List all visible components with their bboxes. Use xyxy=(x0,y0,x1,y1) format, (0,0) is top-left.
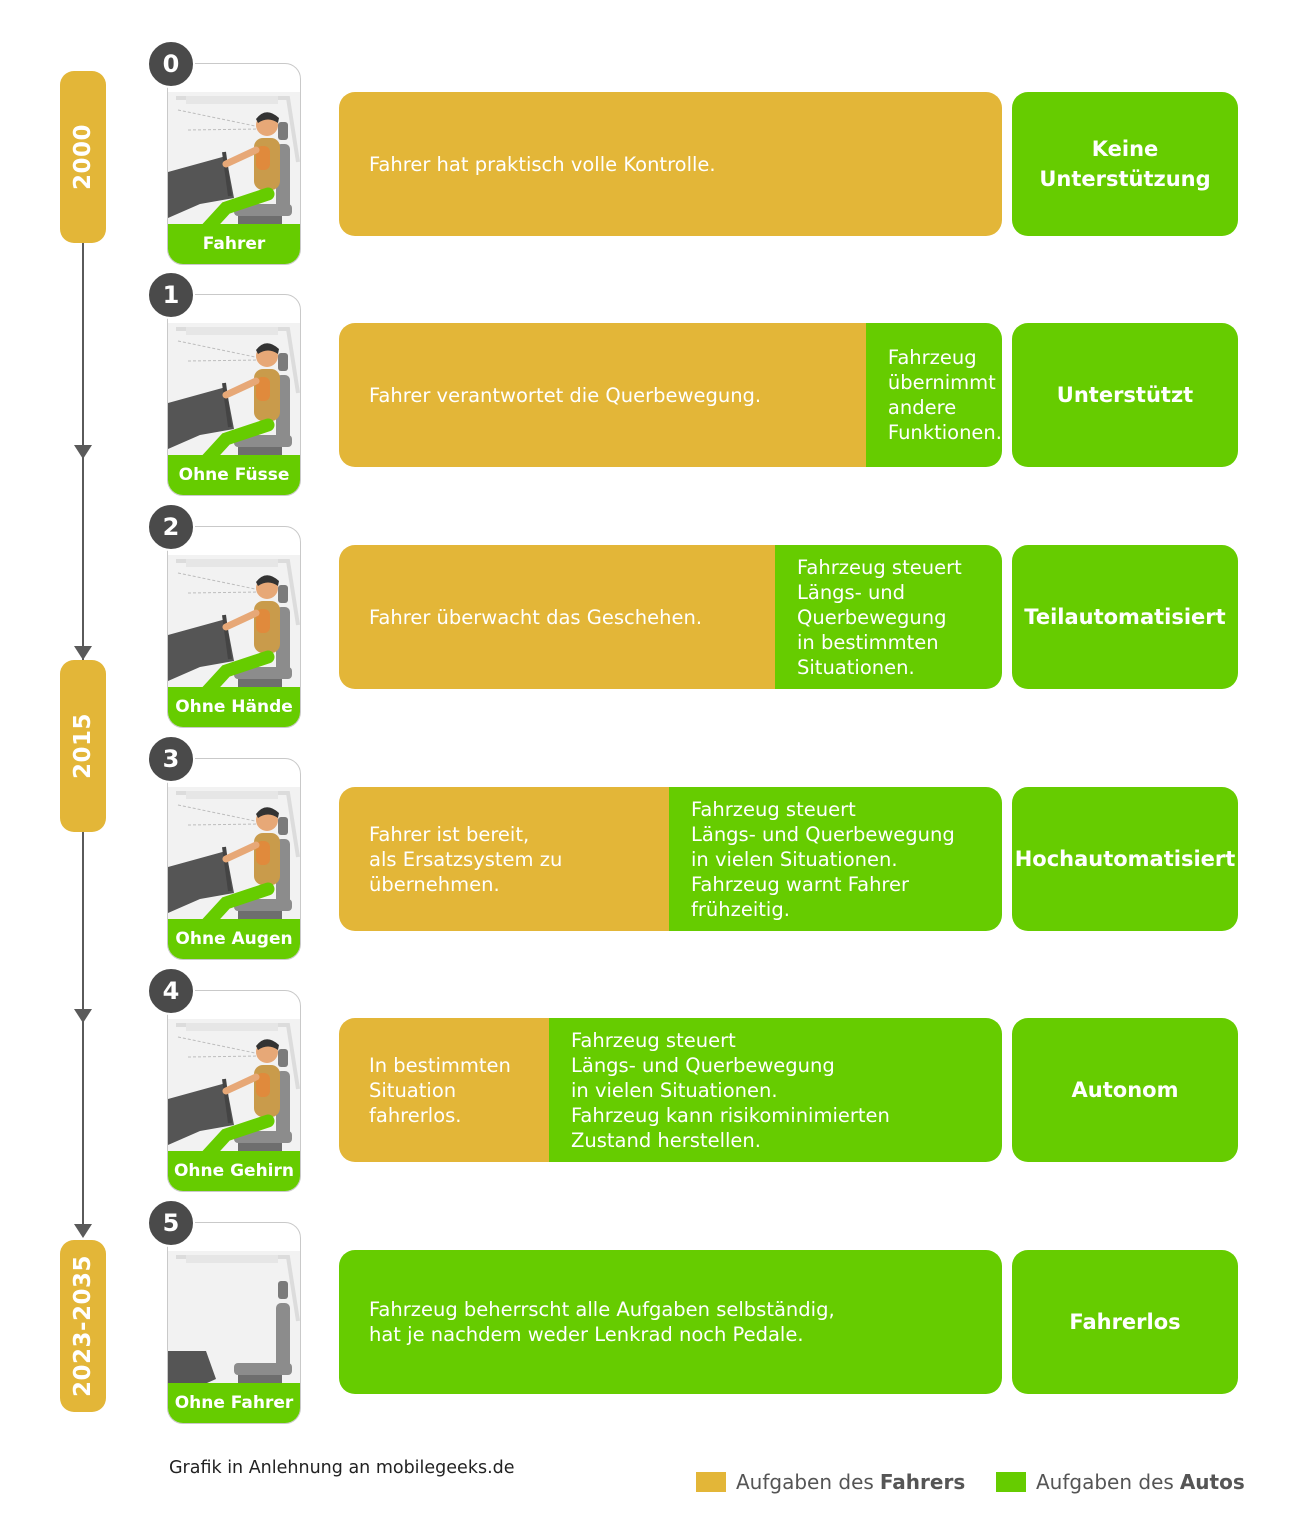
timeline-arrow-icon xyxy=(74,445,92,459)
car-segment: Fahrzeug steuert Längs- und Querbewegung… xyxy=(549,1018,1002,1162)
driver-task-text: In bestimmten Situation fahrerlos. xyxy=(369,1053,511,1127)
timeline-arrow-icon xyxy=(74,1009,92,1023)
responsibility-bar: Fahrzeug beherrscht alle Aufgaben selbst… xyxy=(339,1250,1002,1394)
driver-task-text: Fahrer verantwortet die Querbewegung. xyxy=(369,383,762,407)
level-icon-card: Ohne Füsse xyxy=(167,294,301,496)
driver-segment: Fahrer ist bereit, als Ersatzsystem zu ü… xyxy=(339,787,669,931)
automation-level-name: Fahrerlos xyxy=(1012,1250,1238,1394)
year-label: 2015 xyxy=(70,712,97,780)
car-segment: Fahrzeug steuert Längs- und Querbewegung… xyxy=(775,545,1002,689)
driver-segment: Fahrer überwacht das Geschehen. xyxy=(339,545,775,689)
year-pill-2015: 2015 xyxy=(60,660,106,832)
level-icon-card: Ohne Gehirn xyxy=(167,990,301,1192)
level-number-badge: 3 xyxy=(147,735,195,783)
responsibility-bar: Fahrer überwacht das Geschehen. Fahrzeug… xyxy=(339,545,1002,689)
level-number-badge: 5 xyxy=(147,1199,195,1247)
driver-seat-icon xyxy=(168,92,300,228)
timeline-arrow-icon xyxy=(74,1224,92,1238)
car-task-text: Fahrzeug steuert Längs- und Querbewegung… xyxy=(691,797,955,921)
driver-segment: Fahrer hat praktisch volle Kontrolle. xyxy=(339,92,1002,236)
level-icon-label: Ohne Augen xyxy=(168,919,300,959)
driver-seat-icon xyxy=(168,1019,300,1155)
legend-driver: Aufgaben des Fahrers xyxy=(696,1470,965,1494)
automation-level-name: Unterstützt xyxy=(1012,323,1238,467)
car-task-text: Fahrzeug übernimmt andere Funktionen. xyxy=(887,346,1002,444)
level-icon-label: Fahrer xyxy=(168,224,300,264)
year-pill-2023-2035: 2023-2035 xyxy=(60,1240,106,1412)
year-label: 2000 xyxy=(70,123,97,191)
year-pill-2000: 2000 xyxy=(60,71,106,243)
level-icon-card: Ohne Fahrer xyxy=(167,1222,301,1424)
legend-prefix: Aufgaben des xyxy=(736,1470,874,1494)
level-icon-label: Ohne Füsse xyxy=(168,455,300,495)
source-credit: Grafik in Anlehnung an mobilegeeks.de xyxy=(169,1458,515,1478)
automation-level-name: Teilautomatisiert xyxy=(1012,545,1238,689)
level-icon-card: Fahrer xyxy=(167,63,301,265)
level-number-badge: 2 xyxy=(147,503,195,551)
car-task-text: Fahrzeug steuert Längs- und Querbewegung… xyxy=(571,1028,890,1152)
empty-seat-icon xyxy=(168,1251,300,1387)
driver-segment: In bestimmten Situation fahrerlos. xyxy=(339,1018,549,1162)
legend-bold: Autos xyxy=(1179,1470,1245,1494)
driver-seat-icon xyxy=(168,787,300,923)
level-number-badge: 0 xyxy=(147,40,195,88)
timeline-arrow-icon xyxy=(74,646,92,660)
legend-car: Aufgaben des Autos xyxy=(996,1470,1245,1494)
car-segment: Fahrzeug steuert Längs- und Querbewegung… xyxy=(669,787,1002,931)
driver-seat-icon xyxy=(168,323,300,459)
level-number-badge: 1 xyxy=(147,271,195,319)
automation-level-name: Autonom xyxy=(1012,1018,1238,1162)
level-icon-card: Ohne Augen xyxy=(167,758,301,960)
level-icon-label: Ohne Fahrer xyxy=(168,1383,300,1423)
legend-bold: Fahrers xyxy=(879,1470,966,1494)
driver-task-text: Fahrer hat praktisch volle Kontrolle. xyxy=(369,152,716,176)
responsibility-bar: Fahrer ist bereit, als Ersatzsystem zu ü… xyxy=(339,787,1002,931)
driver-task-text: Fahrer überwacht das Geschehen. xyxy=(369,605,703,629)
car-segment: Fahrzeug übernimmt andere Funktionen. xyxy=(865,323,1002,467)
level-icon-label: Ohne Hände xyxy=(168,687,300,727)
responsibility-bar: Fahrer hat praktisch volle Kontrolle. xyxy=(339,92,1002,236)
legend-swatch-driver xyxy=(696,1472,726,1492)
car-segment: Fahrzeug beherrscht alle Aufgaben selbst… xyxy=(339,1250,1002,1394)
driver-segment: Fahrer verantwortet die Querbewegung. xyxy=(339,323,866,467)
level-number-badge: 4 xyxy=(147,967,195,1015)
car-task-text: Fahrzeug beherrscht alle Aufgaben selbst… xyxy=(369,1298,835,1346)
automation-level-name: Hochautomatisiert xyxy=(1012,787,1238,931)
driver-task-text: Fahrer ist bereit, als Ersatzsystem zu ü… xyxy=(369,822,563,896)
driver-seat-icon xyxy=(168,555,300,691)
car-task-text: Fahrzeug steuert Längs- und Querbewegung… xyxy=(797,555,962,679)
responsibility-bar: Fahrer verantwortet die Querbewegung. Fa… xyxy=(339,323,1002,467)
automation-level-name: Keine Unterstützung xyxy=(1012,92,1238,236)
level-icon-label: Ohne Gehirn xyxy=(168,1151,300,1191)
legend-swatch-car xyxy=(996,1472,1026,1492)
legend-prefix: Aufgaben des xyxy=(1036,1470,1174,1494)
responsibility-bar: In bestimmten Situation fahrerlos. Fahrz… xyxy=(339,1018,1002,1162)
level-icon-card: Ohne Hände xyxy=(167,526,301,728)
year-label: 2023-2035 xyxy=(70,1254,97,1398)
